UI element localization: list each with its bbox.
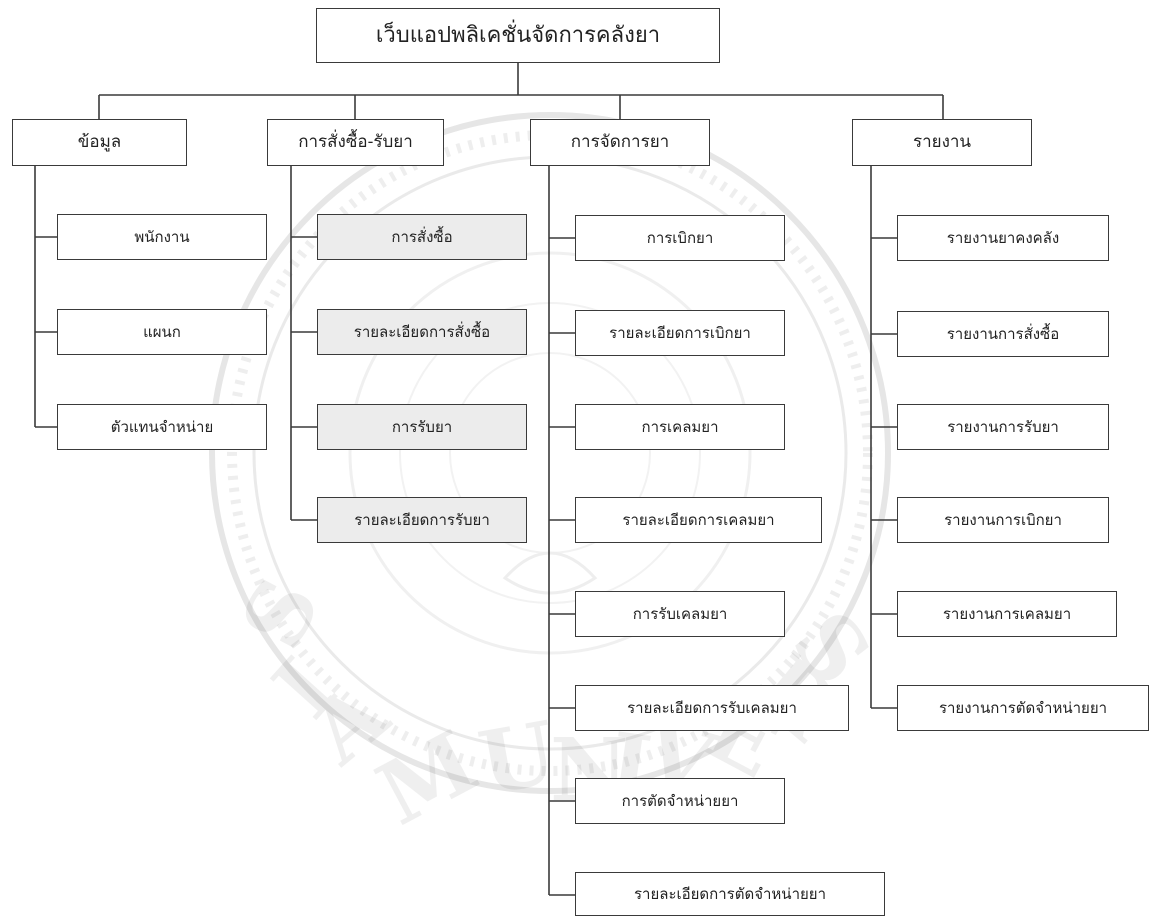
child-node-write-off: การตัดจำหน่ายยา [575, 778, 785, 824]
child-node-report-claim: รายงานการเคลมยา [897, 591, 1117, 637]
child-node-department: แผนก [57, 309, 267, 355]
child-node-report-withdraw: รายงานการเบิกยา [897, 497, 1109, 543]
root-node-title: เว็บแอปพลิเคชั่นจัดการคลังยา [316, 8, 720, 63]
seal-rings [209, 112, 891, 794]
university-seal-watermark [205, 108, 895, 798]
child-node-report-write-off: รายงานการตัดจำหน่ายยา [897, 685, 1149, 731]
child-node-purchase: การสั่งซื้อ [317, 214, 527, 260]
child-node-receive-claim-detail: รายละเอียดการรับเคลมยา [575, 685, 849, 731]
child-node-receive: การรับยา [317, 404, 527, 450]
child-node-write-off-detail: รายละเอียดการตัดจำหน่ายยา [575, 872, 885, 916]
child-node-purchase-detail: รายละเอียดการสั่งซื้อ [317, 309, 527, 355]
child-node-claim: การเคลมยา [575, 404, 785, 450]
child-node-withdraw-detail: รายละเอียดการเบิกยา [575, 310, 785, 356]
child-node-employee: พนักงาน [57, 214, 267, 260]
child-node-claim-detail: รายละเอียดการเคลมยา [575, 497, 822, 543]
category-node-purchase-receive: การสั่งซื้อ-รับยา [267, 119, 444, 166]
child-node-report-receive: รายงานการรับยา [897, 404, 1109, 450]
category-node-drug-management: การจัดการยา [530, 119, 710, 166]
category-node-data: ข้อมูล [12, 119, 187, 166]
category-node-reports: รายงาน [852, 119, 1032, 166]
child-node-report-purchase: รายงานการสั่งซื้อ [897, 311, 1109, 357]
child-node-withdraw: การเบิกยา [575, 215, 785, 261]
child-node-report-stock: รายงานยาคงคลัง [897, 215, 1109, 261]
child-node-receive-detail: รายละเอียดการรับยา [317, 497, 527, 543]
child-node-receive-claim: การรับเคลมยา [575, 591, 785, 637]
child-node-distributor: ตัวแทนจำหน่าย [57, 404, 267, 450]
